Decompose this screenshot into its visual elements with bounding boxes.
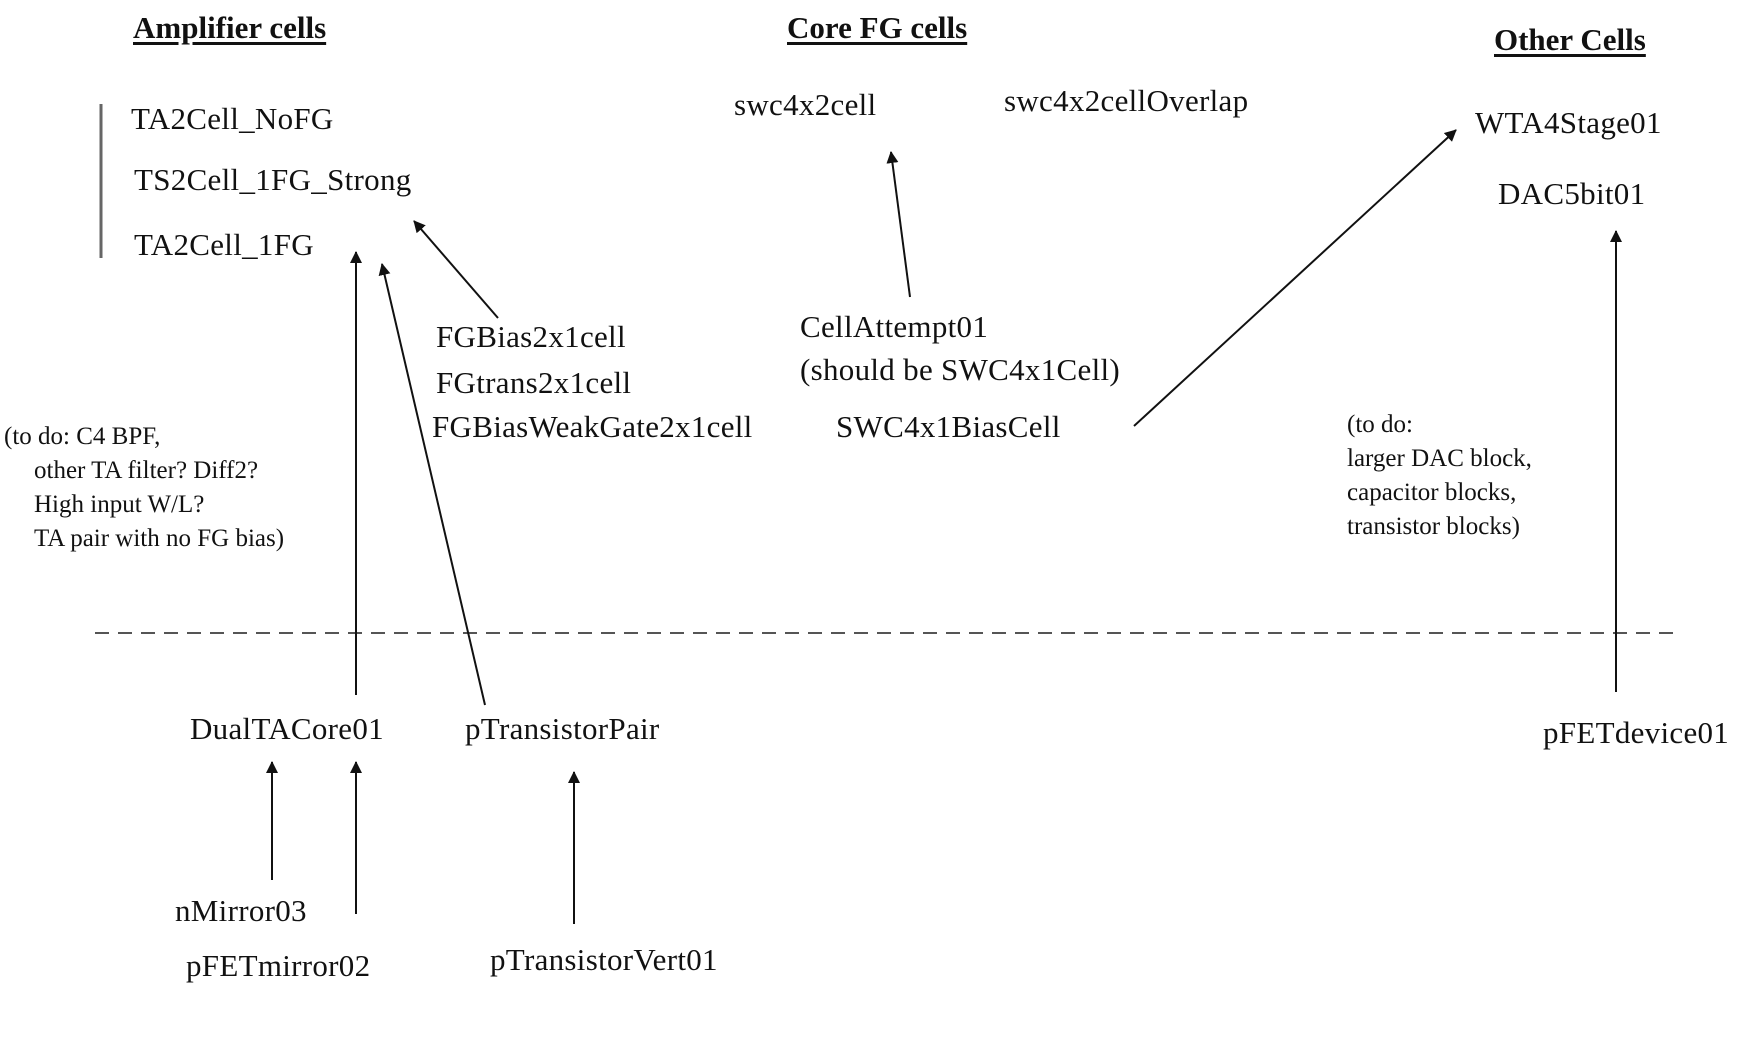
- todo-amplifier-line: (to do: C4 BPF,: [4, 423, 161, 450]
- todo-amplifier-line: other TA filter? Diff2?: [34, 457, 259, 484]
- cell-ptransistorpair: pTransistorPair: [465, 711, 660, 746]
- cell-dualtacore01: DualTACore01: [190, 711, 384, 746]
- todo-amplifier-line: TA pair with no FG bias): [34, 525, 285, 552]
- arrow-ptransistorpair-to-ta2cell: [378, 263, 486, 706]
- cell-ta2cell-nofg: TA2Cell_NoFG: [131, 101, 334, 136]
- cell-pfetdevice01: pFETdevice01: [1543, 715, 1730, 750]
- cell-swc4x1biascell: SWC4x1BiasCell: [836, 409, 1061, 444]
- todo-other-line: larger DAC block,: [1347, 445, 1532, 472]
- cell-fgbias2x1cell: FGBias2x1cell: [436, 319, 626, 354]
- cell-ts2cell-1fg-strong: TS2Cell_1FG_Strong: [134, 162, 412, 197]
- cell-pfetmirror02: pFETmirror02: [186, 948, 371, 983]
- cell-fgbiasweakgate2x1cell: FGBiasWeakGate2x1cell: [432, 409, 753, 444]
- todo-other-line: (to do:: [1347, 411, 1413, 438]
- cell-ptransistorvert01: pTransistorVert01: [490, 942, 718, 977]
- cell-dac5bit01: DAC5bit01: [1498, 176, 1646, 211]
- cell-ta2cell-1fg: TA2Cell_1FG: [134, 227, 314, 262]
- cell-cellattempt01-note: (should be SWC4x1Cell): [800, 352, 1121, 387]
- cell-nmirror03: nMirror03: [175, 893, 307, 928]
- cell-swc4x2celloverlap: swc4x2cellOverlap: [1004, 83, 1249, 118]
- header-other-cells: Other Cells: [1494, 22, 1646, 57]
- todo-amplifier-note: (to do: C4 BPF, other TA filter? Diff2? …: [4, 420, 284, 556]
- todo-other-line: capacitor blocks,: [1347, 479, 1517, 506]
- cell-wta4stage01: WTA4Stage01: [1475, 105, 1662, 140]
- cell-fgtrans2x1cell: FGtrans2x1cell: [436, 365, 632, 400]
- todo-other-line: transistor blocks): [1347, 513, 1520, 540]
- cell-cellattempt01: CellAttempt01: [800, 309, 989, 344]
- arrow-swc4x1bias-to-wta4stage: [1133, 129, 1457, 427]
- arrow-fgbias-to-ts2cell: [413, 220, 499, 319]
- arrow-cellattempt-to-swc4x2cell: [886, 151, 911, 298]
- todo-other-note: (to do: larger DAC block, capacitor bloc…: [1347, 408, 1532, 544]
- header-core-fg-cells: Core FG cells: [787, 10, 968, 45]
- todo-amplifier-line: High input W/L?: [34, 491, 205, 518]
- cell-swc4x2cell: swc4x2cell: [734, 87, 877, 122]
- header-amplifier-cells: Amplifier cells: [133, 10, 327, 45]
